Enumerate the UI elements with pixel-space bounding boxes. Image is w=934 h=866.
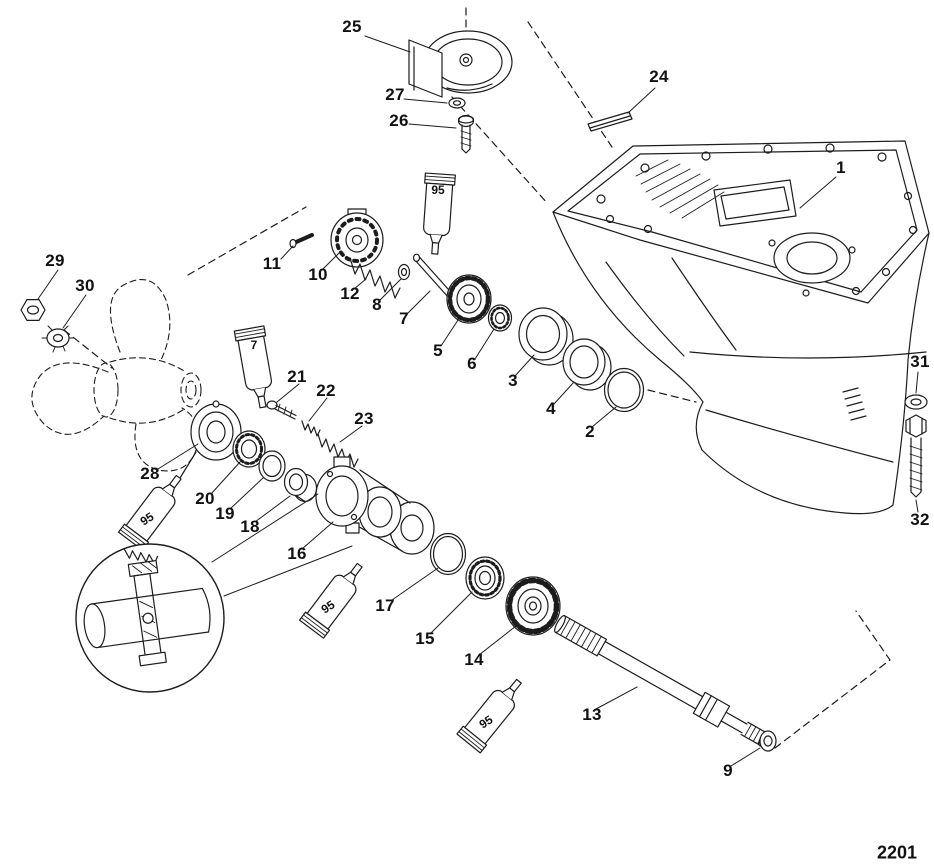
callout-11: 11 bbox=[262, 254, 282, 273]
propshaft-13-drawing bbox=[554, 615, 770, 747]
callout-17: 17 bbox=[375, 596, 395, 615]
callout-31: 31 bbox=[910, 352, 930, 371]
callout-4: 4 bbox=[546, 399, 556, 418]
prop-nut-29-drawing bbox=[20, 299, 46, 321]
callout-21: 21 bbox=[287, 367, 307, 386]
lube-tube-95-left-drawing bbox=[117, 474, 182, 551]
screw-26-drawing bbox=[457, 114, 475, 154]
callout-23: 23 bbox=[354, 409, 374, 428]
callout-18: 18 bbox=[240, 517, 260, 536]
callout-7: 7 bbox=[399, 309, 409, 328]
lube-tube-95-top-label: 95 bbox=[431, 183, 445, 197]
insert-24-drawing bbox=[587, 111, 633, 132]
callout-20: 20 bbox=[195, 489, 215, 508]
lube-tube-7-label: 7 bbox=[250, 338, 258, 352]
trim-tab-drawing bbox=[408, 30, 513, 98]
propshaft-components-drawing bbox=[179, 400, 777, 752]
callout-10: 10 bbox=[308, 265, 328, 284]
callout-29: 29 bbox=[45, 251, 65, 270]
leader-lines bbox=[37, 35, 919, 767]
guide-lines bbox=[63, 7, 891, 749]
propeller-drawing bbox=[31, 278, 202, 472]
page-number: 2201 bbox=[876, 842, 918, 863]
callout-8: 8 bbox=[372, 295, 382, 314]
callout-2: 2 bbox=[585, 422, 595, 441]
washer-31-drawing bbox=[904, 394, 928, 410]
callout-16: 16 bbox=[287, 544, 307, 563]
washer-27-drawing bbox=[448, 97, 466, 109]
callout-24: 24 bbox=[649, 67, 669, 86]
tab-washer-30-drawing bbox=[41, 325, 75, 353]
lube-tube-7-drawing bbox=[233, 325, 273, 409]
detail-inset-drawing bbox=[75, 493, 353, 693]
callout-27: 27 bbox=[385, 85, 405, 104]
callout-6: 6 bbox=[467, 354, 477, 373]
driveshaft-components-drawing bbox=[289, 208, 645, 413]
lube-tube-95-top-drawing bbox=[423, 172, 456, 255]
callout-15: 15 bbox=[415, 629, 435, 648]
callout-25: 25 bbox=[342, 17, 362, 36]
callout-1: 1 bbox=[836, 158, 846, 177]
lube-tube-95-middle-drawing bbox=[298, 562, 363, 639]
bolt-32-drawing bbox=[905, 414, 927, 498]
lube-tube-95-bottom-drawing bbox=[456, 678, 522, 754]
callout-19: 19 bbox=[215, 504, 235, 523]
callout-32: 32 bbox=[910, 510, 930, 529]
callout-5: 5 bbox=[433, 341, 443, 360]
callout-9: 9 bbox=[723, 761, 733, 780]
callout-28: 28 bbox=[140, 464, 160, 483]
callout-26: 26 bbox=[389, 111, 409, 130]
callout-22: 22 bbox=[316, 381, 336, 400]
callout-14: 14 bbox=[464, 650, 484, 669]
callout-3: 3 bbox=[508, 371, 518, 390]
callout-30: 30 bbox=[75, 276, 95, 295]
gear-housing-drawing bbox=[552, 140, 930, 515]
callout-12: 12 bbox=[340, 284, 360, 303]
callout-13: 13 bbox=[582, 705, 602, 724]
